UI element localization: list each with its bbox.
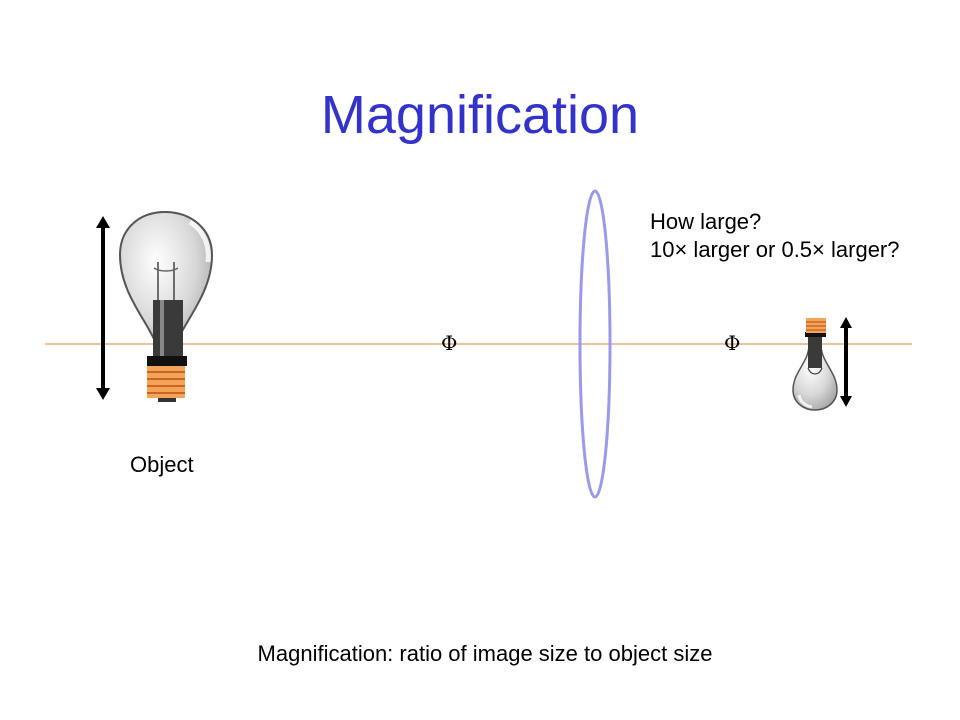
image-size-arrow (840, 317, 852, 407)
caption-text: Magnification: ratio of image size to ob… (257, 641, 713, 666)
convex-lens (578, 189, 612, 499)
question-line-1: How large? (650, 209, 762, 234)
object-size-arrow (96, 216, 110, 400)
lightbulb-icon (118, 210, 214, 402)
page-title: Magnification (320, 85, 640, 145)
question-line-2: 10× larger or 0.5× larger? (650, 237, 900, 262)
lightbulb-icon-inverted (792, 318, 838, 411)
focal-point-image-side: Φ (724, 331, 741, 355)
object-label: Object (130, 452, 194, 477)
question-text: How large? 10× larger or 0.5× larger? (650, 208, 900, 264)
focal-point-object-side: Φ (441, 331, 458, 355)
